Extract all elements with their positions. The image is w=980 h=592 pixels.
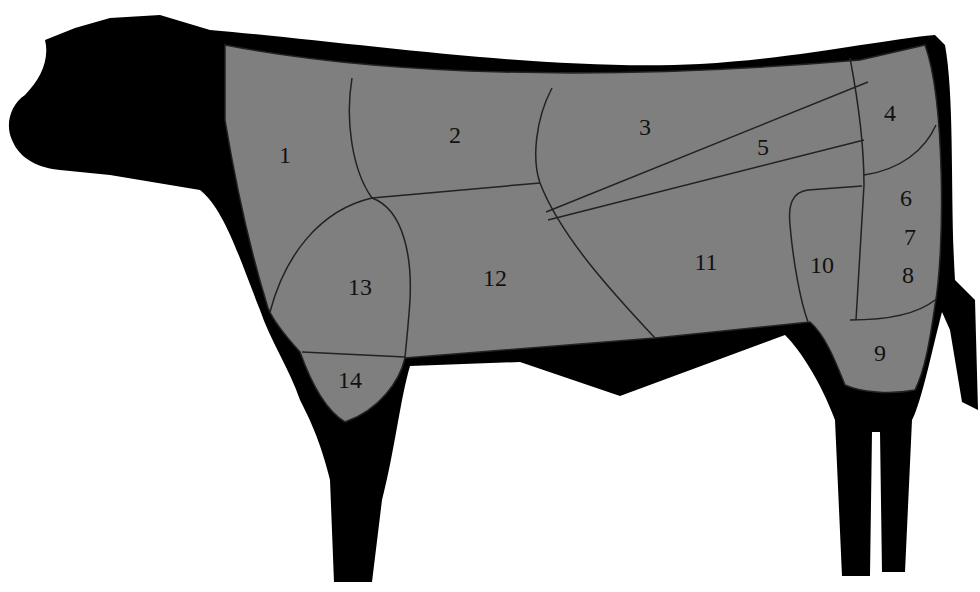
callout-number: 4 <box>884 101 896 125</box>
callout-number: 10 <box>810 253 834 277</box>
callout-number: 6 <box>900 186 912 210</box>
cut-line <box>372 183 540 198</box>
callout-number: 12 <box>483 266 507 290</box>
callout-number: 13 <box>348 275 372 299</box>
cut-line <box>850 300 935 320</box>
cut-line <box>302 352 405 357</box>
cut-line <box>546 82 868 212</box>
cut-lines <box>270 58 936 358</box>
callout-number: 3 <box>639 115 651 139</box>
callout-number: 9 <box>874 341 886 365</box>
cut-line <box>850 58 864 320</box>
cut-line <box>548 140 864 220</box>
callout-number: 5 <box>757 135 769 159</box>
cut-line <box>536 88 655 338</box>
cow-silhouette <box>9 15 978 582</box>
cut-line <box>270 198 372 312</box>
cut-line <box>864 125 936 175</box>
callout-number: 11 <box>694 250 717 274</box>
callout-number: 1 <box>279 143 291 167</box>
callout-number: 7 <box>904 225 916 249</box>
callout-number: 8 <box>902 263 914 287</box>
cut-line <box>372 198 410 358</box>
cut-line <box>349 78 372 198</box>
callout-number: 14 <box>338 368 362 392</box>
cut-region <box>225 45 942 422</box>
callout-number: 2 <box>449 123 461 147</box>
cut-line <box>790 186 862 322</box>
